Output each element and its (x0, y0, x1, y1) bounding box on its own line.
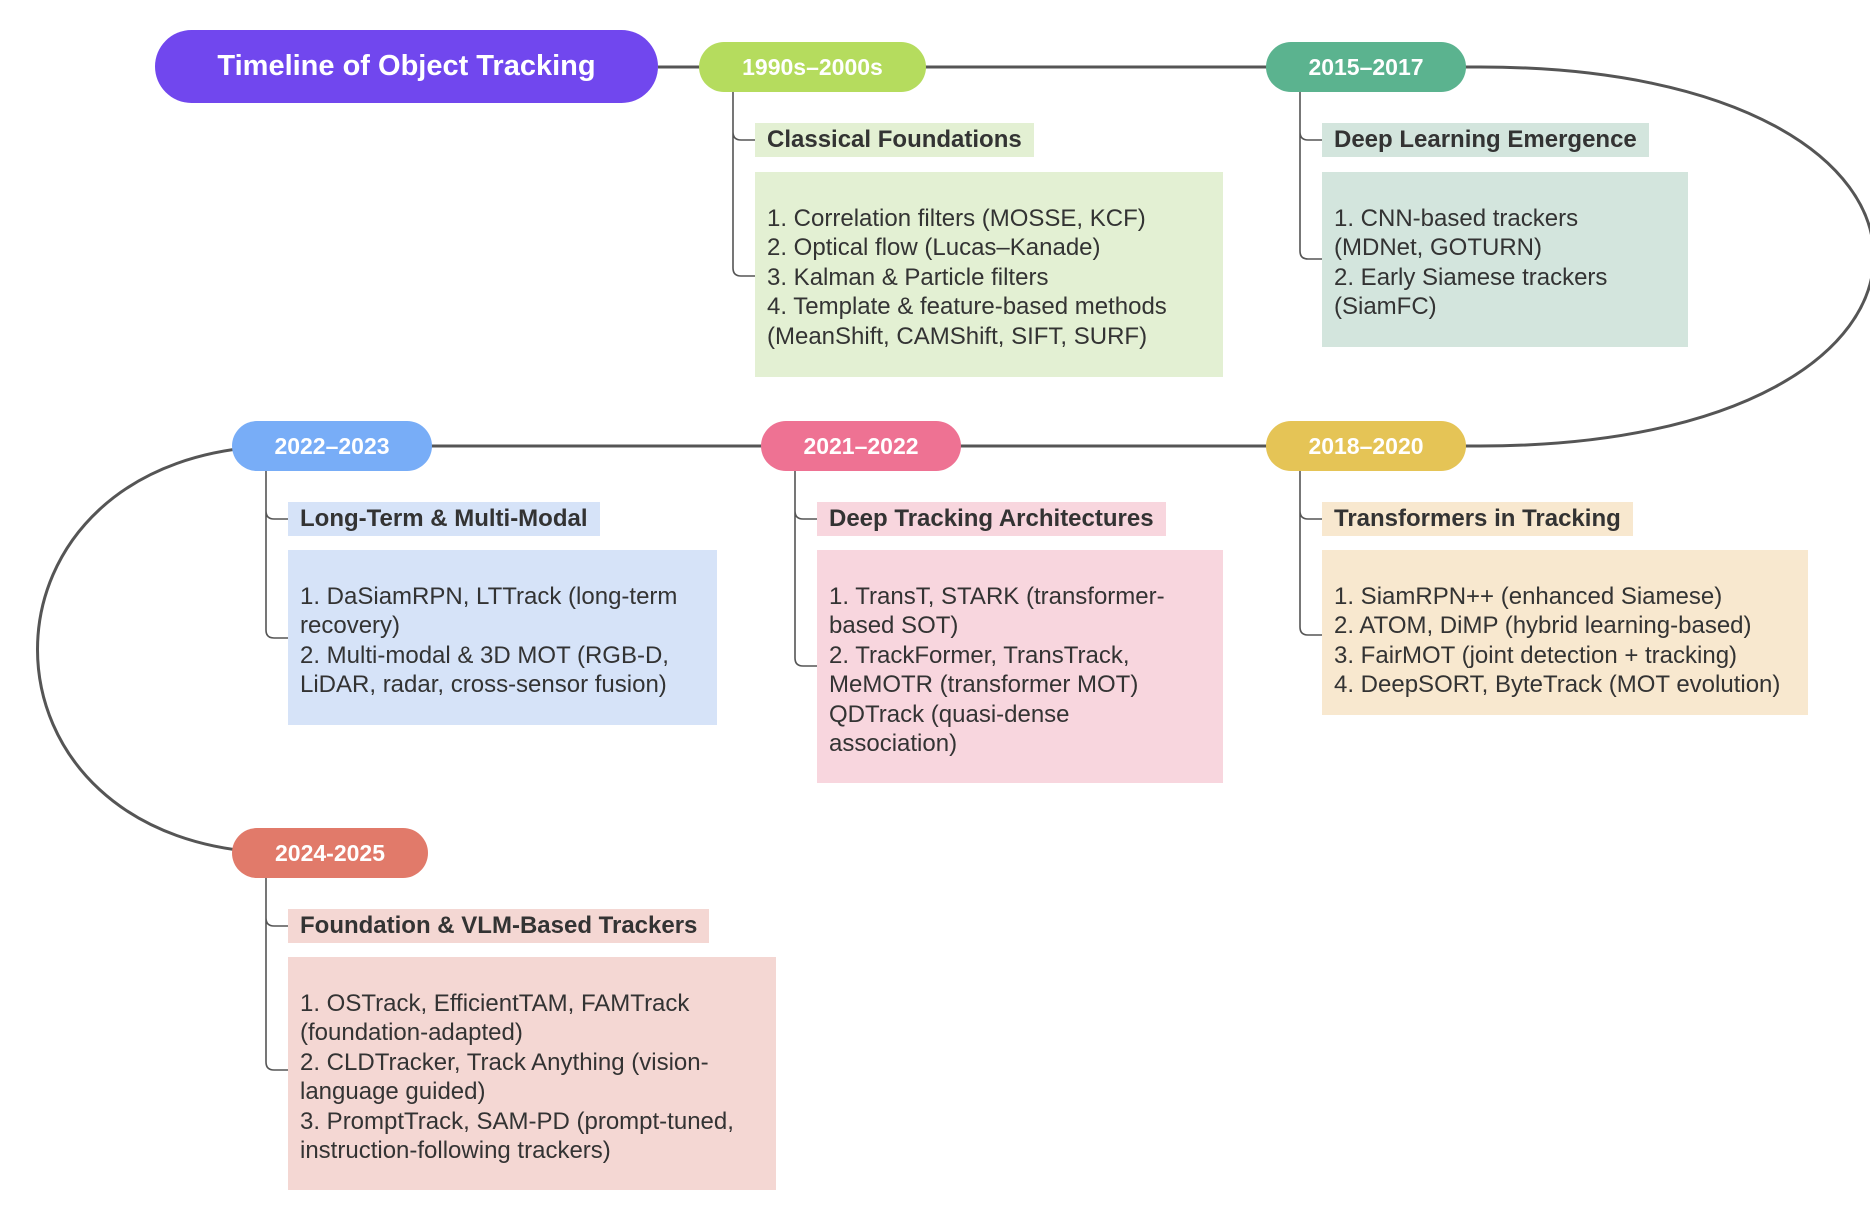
era-heading-transformers-in-tracking: Transformers in Tracking (1322, 502, 1633, 536)
detail-line: 4. DeepSORT, ByteTrack (MOT evolution) (1334, 671, 1781, 699)
detail-line: association) (829, 730, 958, 758)
detail-line: (foundation-adapted) (300, 1019, 523, 1047)
detail-line: (MeanShift, CAMShift, SIFT, SURF) (767, 322, 1148, 350)
era-pill-1990s-2000s: 1990s–2000s (699, 42, 926, 92)
era-pill-2021-2022: 2021–2022 (761, 421, 961, 471)
branch-e3 (1299, 471, 1322, 636)
detail-line: 3. FairMOT (joint detection + tracking) (1334, 641, 1738, 669)
era-details-classical-foundations: 1. Correlation filters (MOSSE, KCF) 2. O… (755, 172, 1223, 377)
era-details-foundation-vlm-based-trackers: 1. OSTrack, EfficientTAM, FAMTrack (foun… (288, 957, 776, 1190)
detail-line: language guided) (300, 1078, 486, 1106)
detail-line: 1. Correlation filters (MOSSE, KCF) (767, 205, 1146, 232)
detail-line: 2. ATOM, DiMP (hybrid learning-based) (1334, 612, 1752, 640)
detail-line: QDTrack (quasi-dense (829, 700, 1070, 728)
detail-line: 1. SiamRPN++ (enhanced Siamese) (1334, 583, 1723, 610)
era-heading-deep-learning-emergence: Deep Learning Emergence (1322, 123, 1649, 157)
detail-line: (MDNet, GOTURN) (1334, 234, 1542, 262)
detail-line: 3. Kalman & Particle filters (767, 263, 1049, 291)
detail-line: 2. TrackFormer, TransTrack, (829, 641, 1130, 669)
era-pill-2024-2025: 2024-2025 (232, 828, 428, 878)
detail-line: 2. CLDTracker, Track Anything (vision- (300, 1048, 709, 1076)
detail-line: 1. CNN-based trackers (1334, 205, 1579, 232)
era-pill-2015-2017: 2015–2017 (1266, 42, 1466, 92)
detail-line: 1. OSTrack, EfficientTAM, FAMTrack (300, 990, 690, 1017)
detail-line: 2. Optical flow (Lucas–Kanade) (767, 234, 1101, 262)
era-heading-deep-tracking-architectures: Deep Tracking Architectures (817, 502, 1166, 536)
era-heading-foundation-vlm-based-trackers: Foundation & VLM-Based Trackers (288, 909, 710, 943)
era-details-long-term-multi-modal: 1. DaSiamRPN, LTTrack (long-term recover… (288, 550, 717, 725)
detail-line: 4. Template & feature-based methods (767, 293, 1167, 321)
detail-line: 2. Multi-modal & 3D MOT (RGB-D, (300, 641, 669, 669)
detail-line: recovery) (300, 612, 401, 640)
detail-line: 2. Early Siamese trackers (1334, 263, 1608, 291)
detail-line: 1. DaSiamRPN, LTTrack (long-term (300, 583, 678, 610)
era-heading-long-term-multi-modal: Long-Term & Multi-Modal (288, 502, 600, 536)
detail-line: LiDAR, radar, cross-sensor fusion) (300, 671, 667, 699)
detail-line: (SiamFC) (1334, 293, 1437, 321)
branch-e1 (732, 92, 755, 277)
timeline-spine (36, 65, 1870, 855)
detail-line: 1. TransT, STARK (transformer- (829, 583, 1165, 610)
timeline-title: Timeline of Object Tracking (155, 30, 658, 103)
branch-e4 (794, 471, 817, 667)
era-details-deep-tracking-architectures: 1. TransT, STARK (transformer- based SOT… (817, 550, 1223, 783)
era-details-transformers-in-tracking: 1. SiamRPN++ (enhanced Siamese) 2. ATOM,… (1322, 550, 1808, 715)
era-pill-2022-2023: 2022–2023 (232, 421, 432, 471)
era-heading-classical-foundations: Classical Foundations (755, 123, 1034, 157)
era-pill-2018-2020: 2018–2020 (1266, 421, 1466, 471)
branch-e5 (265, 471, 288, 639)
detail-line: based SOT) (829, 612, 959, 640)
detail-line: instruction-following trackers) (300, 1137, 611, 1165)
detail-line: MeMOTR (transformer MOT) (829, 671, 1139, 699)
branch-e6 (265, 878, 288, 1071)
branch-e2 (1299, 92, 1322, 260)
detail-line: 3. PromptTrack, SAM-PD (prompt-tuned, (300, 1107, 734, 1135)
era-details-deep-learning-emergence: 1. CNN-based trackers (MDNet, GOTURN) 2.… (1322, 172, 1688, 347)
